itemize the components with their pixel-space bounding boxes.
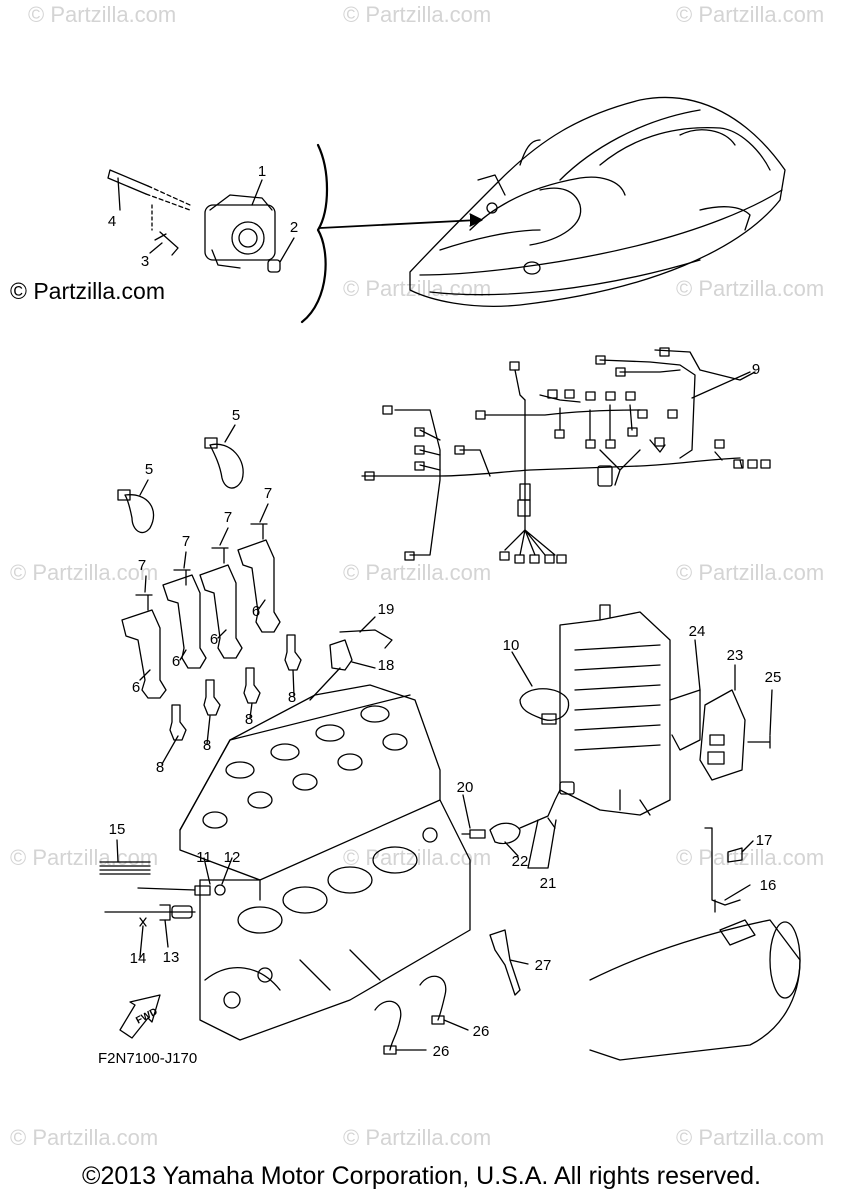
callout-6: 6	[172, 653, 180, 670]
watermark: © Partzilla.com	[10, 1125, 159, 1150]
callout-19: 19	[378, 601, 395, 618]
callout-17: 17	[756, 832, 773, 849]
ecu-drawing	[559, 604, 771, 816]
cable-tie-drawing	[124, 494, 155, 534]
callout-1: 1	[258, 163, 266, 180]
callout-15: 15	[109, 821, 126, 838]
callout-16: 16	[760, 877, 777, 894]
wire-harness-drawing	[361, 347, 771, 564]
callout-22: 22	[512, 853, 529, 870]
callout-7: 7	[138, 557, 146, 574]
watermark: © Partzilla.com	[343, 276, 492, 301]
watermark: © Partzilla.com	[676, 1125, 825, 1150]
watermark: © Partzilla.com	[676, 276, 825, 301]
copyright-notice: ©2013 Yamaha Motor Corporation, U.S.A. A…	[82, 1162, 761, 1190]
watermark: © Partzilla.com	[676, 845, 825, 870]
callout-24: 24	[689, 623, 706, 640]
watermark: © Partzilla.com	[343, 1125, 492, 1150]
coil-spring-drawing	[99, 861, 151, 875]
callout-12: 12	[224, 849, 241, 866]
callout-27: 27	[535, 957, 552, 974]
callout-26: 26	[433, 1043, 450, 1060]
cable-tie-drawing	[489, 929, 521, 996]
callout-8: 8	[245, 711, 253, 728]
watercraft-drawing	[409, 96, 786, 307]
callout-6: 6	[132, 679, 140, 696]
callout-5: 5	[232, 407, 240, 424]
cable-tie-drawing	[374, 1000, 402, 1051]
callout-18: 18	[378, 657, 395, 674]
callout-7: 7	[182, 533, 190, 550]
callout-8: 8	[203, 737, 211, 754]
throttle-sensor-drawing	[107, 169, 281, 273]
callout-6: 6	[252, 603, 260, 620]
callout-8: 8	[288, 689, 296, 706]
callout-23: 23	[727, 647, 744, 664]
watermark: © Partzilla.com	[28, 2, 177, 27]
callout-5: 5	[145, 461, 153, 478]
callout-4: 4	[108, 213, 116, 230]
watermark: © Partzilla.com	[343, 2, 492, 27]
callout-13: 13	[163, 949, 180, 966]
callout-14: 14	[130, 950, 147, 967]
engine-drawing	[179, 684, 471, 1041]
callout-10: 10	[503, 637, 520, 654]
callout-11: 11	[196, 849, 212, 866]
callout-20: 20	[457, 779, 474, 796]
callout-21: 21	[540, 875, 557, 892]
callout-3: 3	[141, 253, 149, 270]
ignition-coil-drawing	[121, 539, 281, 699]
callout-9: 9	[752, 361, 760, 378]
callout-7: 7	[224, 509, 232, 526]
watermark: © Partzilla.com	[676, 560, 825, 585]
callout-7: 7	[264, 485, 272, 502]
figure-code: F2N7100-J170	[98, 1050, 198, 1067]
callout-2: 2	[290, 219, 298, 236]
watermark: © Partzilla.com	[10, 560, 159, 585]
cable-tie-drawing	[209, 443, 244, 489]
cable-tie-drawing	[419, 975, 447, 1021]
callout-6: 6	[210, 631, 218, 648]
fwd-arrow-icon	[119, 994, 161, 1039]
watermark-main: © Partzilla.com	[10, 278, 165, 304]
watermark: © Partzilla.com	[676, 2, 825, 27]
callout-26: 26	[473, 1023, 490, 1040]
callout-25: 25	[765, 669, 782, 686]
cable-tie-drawing	[519, 688, 570, 721]
callout-8: 8	[156, 759, 164, 776]
watermark: © Partzilla.com	[343, 560, 492, 585]
